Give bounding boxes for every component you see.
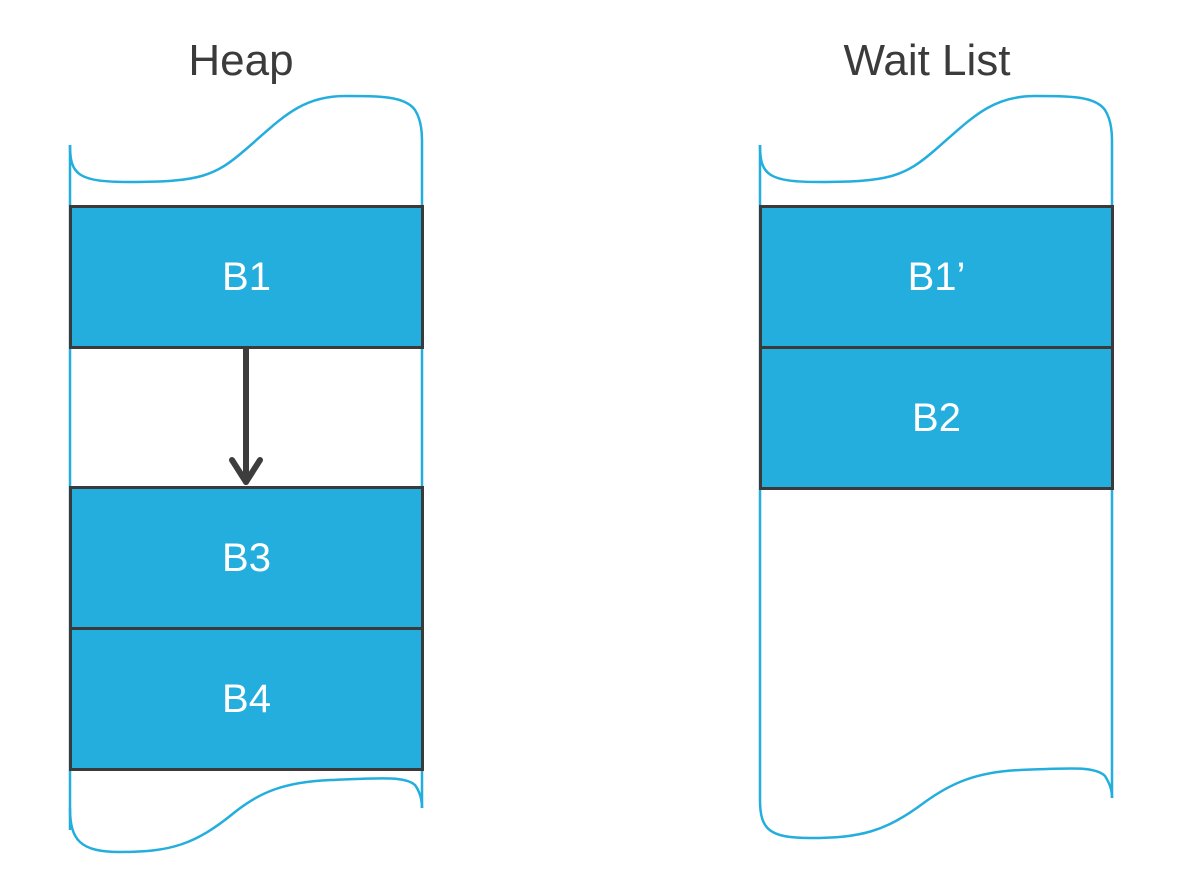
wait-list-block-b2: B2 xyxy=(759,346,1114,490)
heap-block-b3: B3 xyxy=(69,486,424,630)
wait-list-block-b1-prime: B1’ xyxy=(759,205,1114,349)
arrow-b1-to-b3 xyxy=(229,345,263,485)
heap-block-b1-label: B1 xyxy=(222,254,271,299)
heap-block-b1: B1 xyxy=(69,205,424,349)
wait-list-block-b2-label: B2 xyxy=(912,395,961,440)
heap-block-b4-label: B4 xyxy=(222,676,271,721)
heap-block-b3-label: B3 xyxy=(222,535,271,580)
heap-block-b4: B4 xyxy=(69,627,424,771)
heap-title: Heap xyxy=(188,36,294,85)
wait-list-title: Wait List xyxy=(843,36,1011,85)
wait-list-block-b1-prime-label: B1’ xyxy=(907,254,966,299)
